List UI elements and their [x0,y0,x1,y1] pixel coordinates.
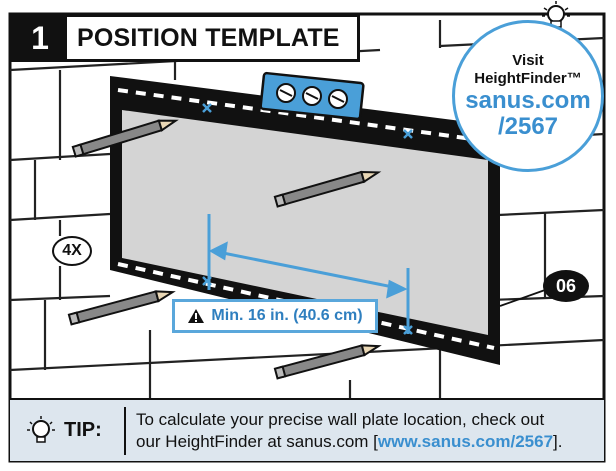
part-leader [499,289,546,307]
warning-icon [188,309,205,323]
lightbulb-icon [542,1,570,28]
level-icon [259,71,365,121]
quantity-badge: 4X [52,236,92,266]
heightfinder-callout[interactable]: Visit HeightFinder™ sanus.com /2567 [452,20,604,172]
heightfinder-path[interactable]: /2567 [497,113,559,140]
measurement-text: Min. 16 in. (40.6 cm) [211,307,363,324]
measure-lines [207,214,410,334]
heightfinder-name: HeightFinder™ [474,70,582,87]
step-title: POSITION TEMPLATE [77,23,340,52]
part-badge: 06 [543,270,589,302]
tip-line-2-prefix: our HeightFinder at sanus.com [ [136,431,378,451]
tip-link[interactable]: www.sanus.com/2567 [377,431,554,451]
tip-divider [124,406,126,455]
lightbulb-icon [27,415,55,443]
tip-line-2-suffix: ]. [553,431,563,451]
tip-line-1: To calculate your precise wall plate loc… [136,409,545,429]
step-number: 1 [13,17,67,59]
tip-label: TIP: [64,419,102,441]
step-header: 1 POSITION TEMPLATE [10,14,360,62]
heightfinder-visit: Visit [512,52,544,69]
tip-text: To calculate your precise wall plate loc… [126,409,562,453]
measurement-label: Min. 16 in. (40.6 cm) [172,299,378,333]
tip-bar: TIP: To calculate your precise wall plat… [10,398,604,461]
tip-head: TIP: [10,414,124,448]
tip-line-2: our HeightFinder at sanus.com [www.sanus… [136,431,562,453]
template-inner [122,110,488,335]
heightfinder-url[interactable]: sanus.com [465,87,591,114]
template-slot-top [117,88,495,144]
pencil-icon [67,119,382,380]
